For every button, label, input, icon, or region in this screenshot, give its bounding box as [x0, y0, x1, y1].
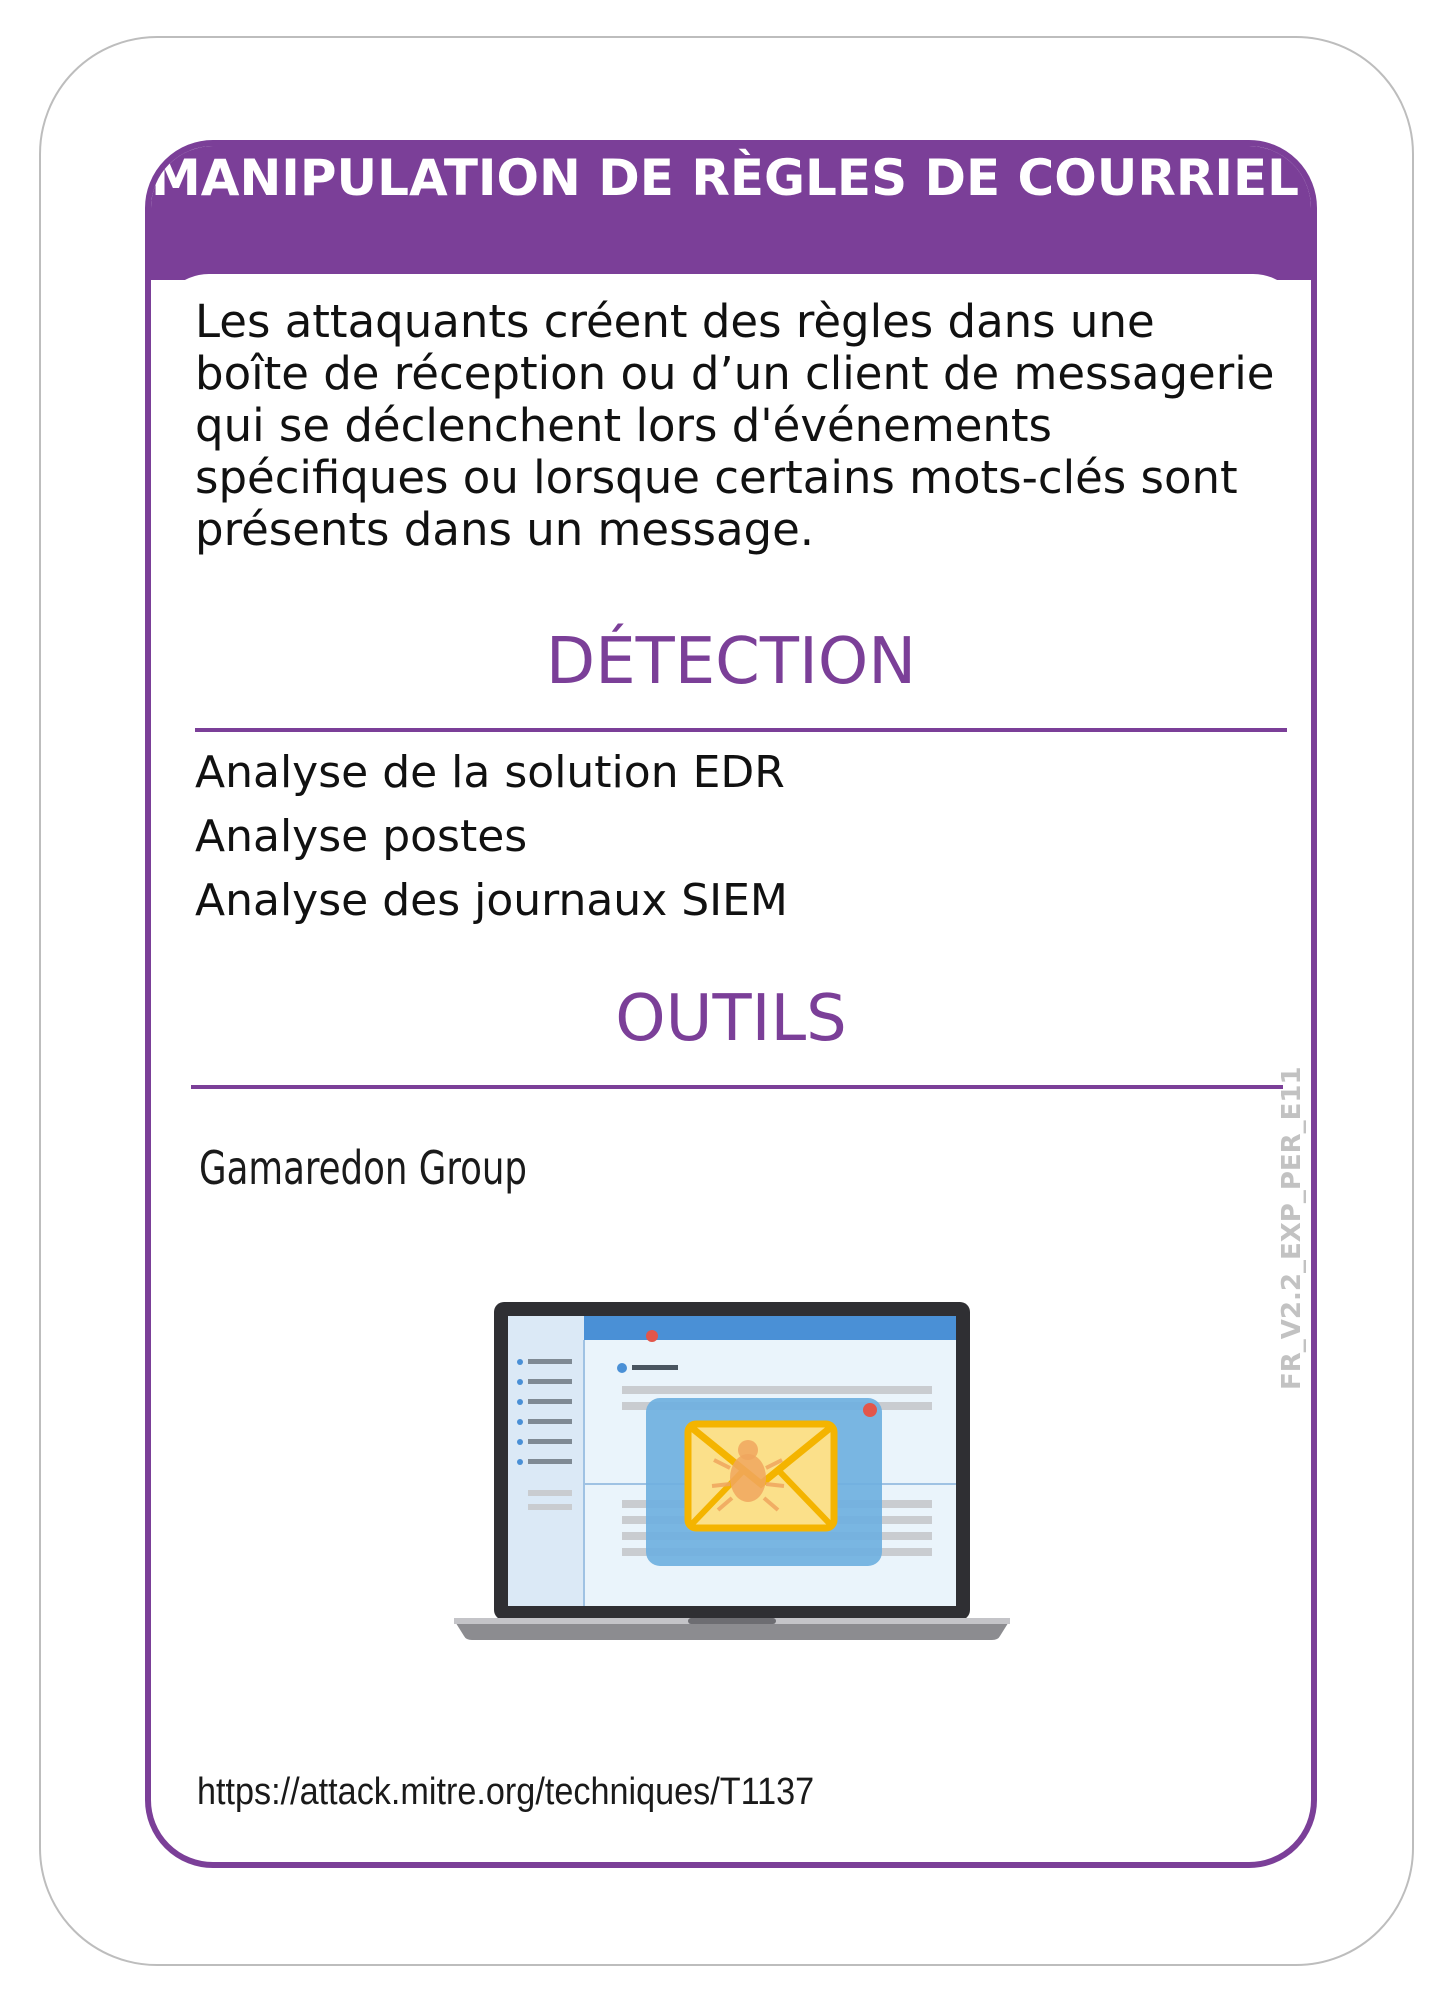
tool-item: Gamaredon Group	[199, 1141, 528, 1195]
tools-divider	[191, 1085, 1283, 1089]
card-title: MANIPULATION DE RÈGLES DE COURRIEL	[151, 149, 1299, 207]
detection-item: Analyse des journaux SIEM	[195, 875, 788, 926]
card-body-top	[157, 274, 1305, 394]
detection-list: Analyse de la solution EDR Analyse poste…	[195, 741, 788, 933]
detection-heading: DÉTECTION	[545, 625, 917, 699]
card-description: Les attaquants créent des règles dans un…	[195, 295, 1275, 556]
detection-item: Analyse de la solution EDR	[195, 747, 785, 798]
detection-divider	[195, 728, 1287, 732]
detection-item: Analyse postes	[195, 811, 528, 862]
tools-heading: OUTILS	[615, 982, 847, 1056]
laptop-email-malware-icon	[454, 1302, 1010, 1640]
card-code: FR_V2.2_EXP_PER_E11	[1277, 1066, 1307, 1390]
card-header: MANIPULATION DE RÈGLES DE COURRIEL	[151, 146, 1311, 280]
reference-link[interactable]: https://attack.mitre.org/techniques/T113…	[197, 1771, 815, 1813]
